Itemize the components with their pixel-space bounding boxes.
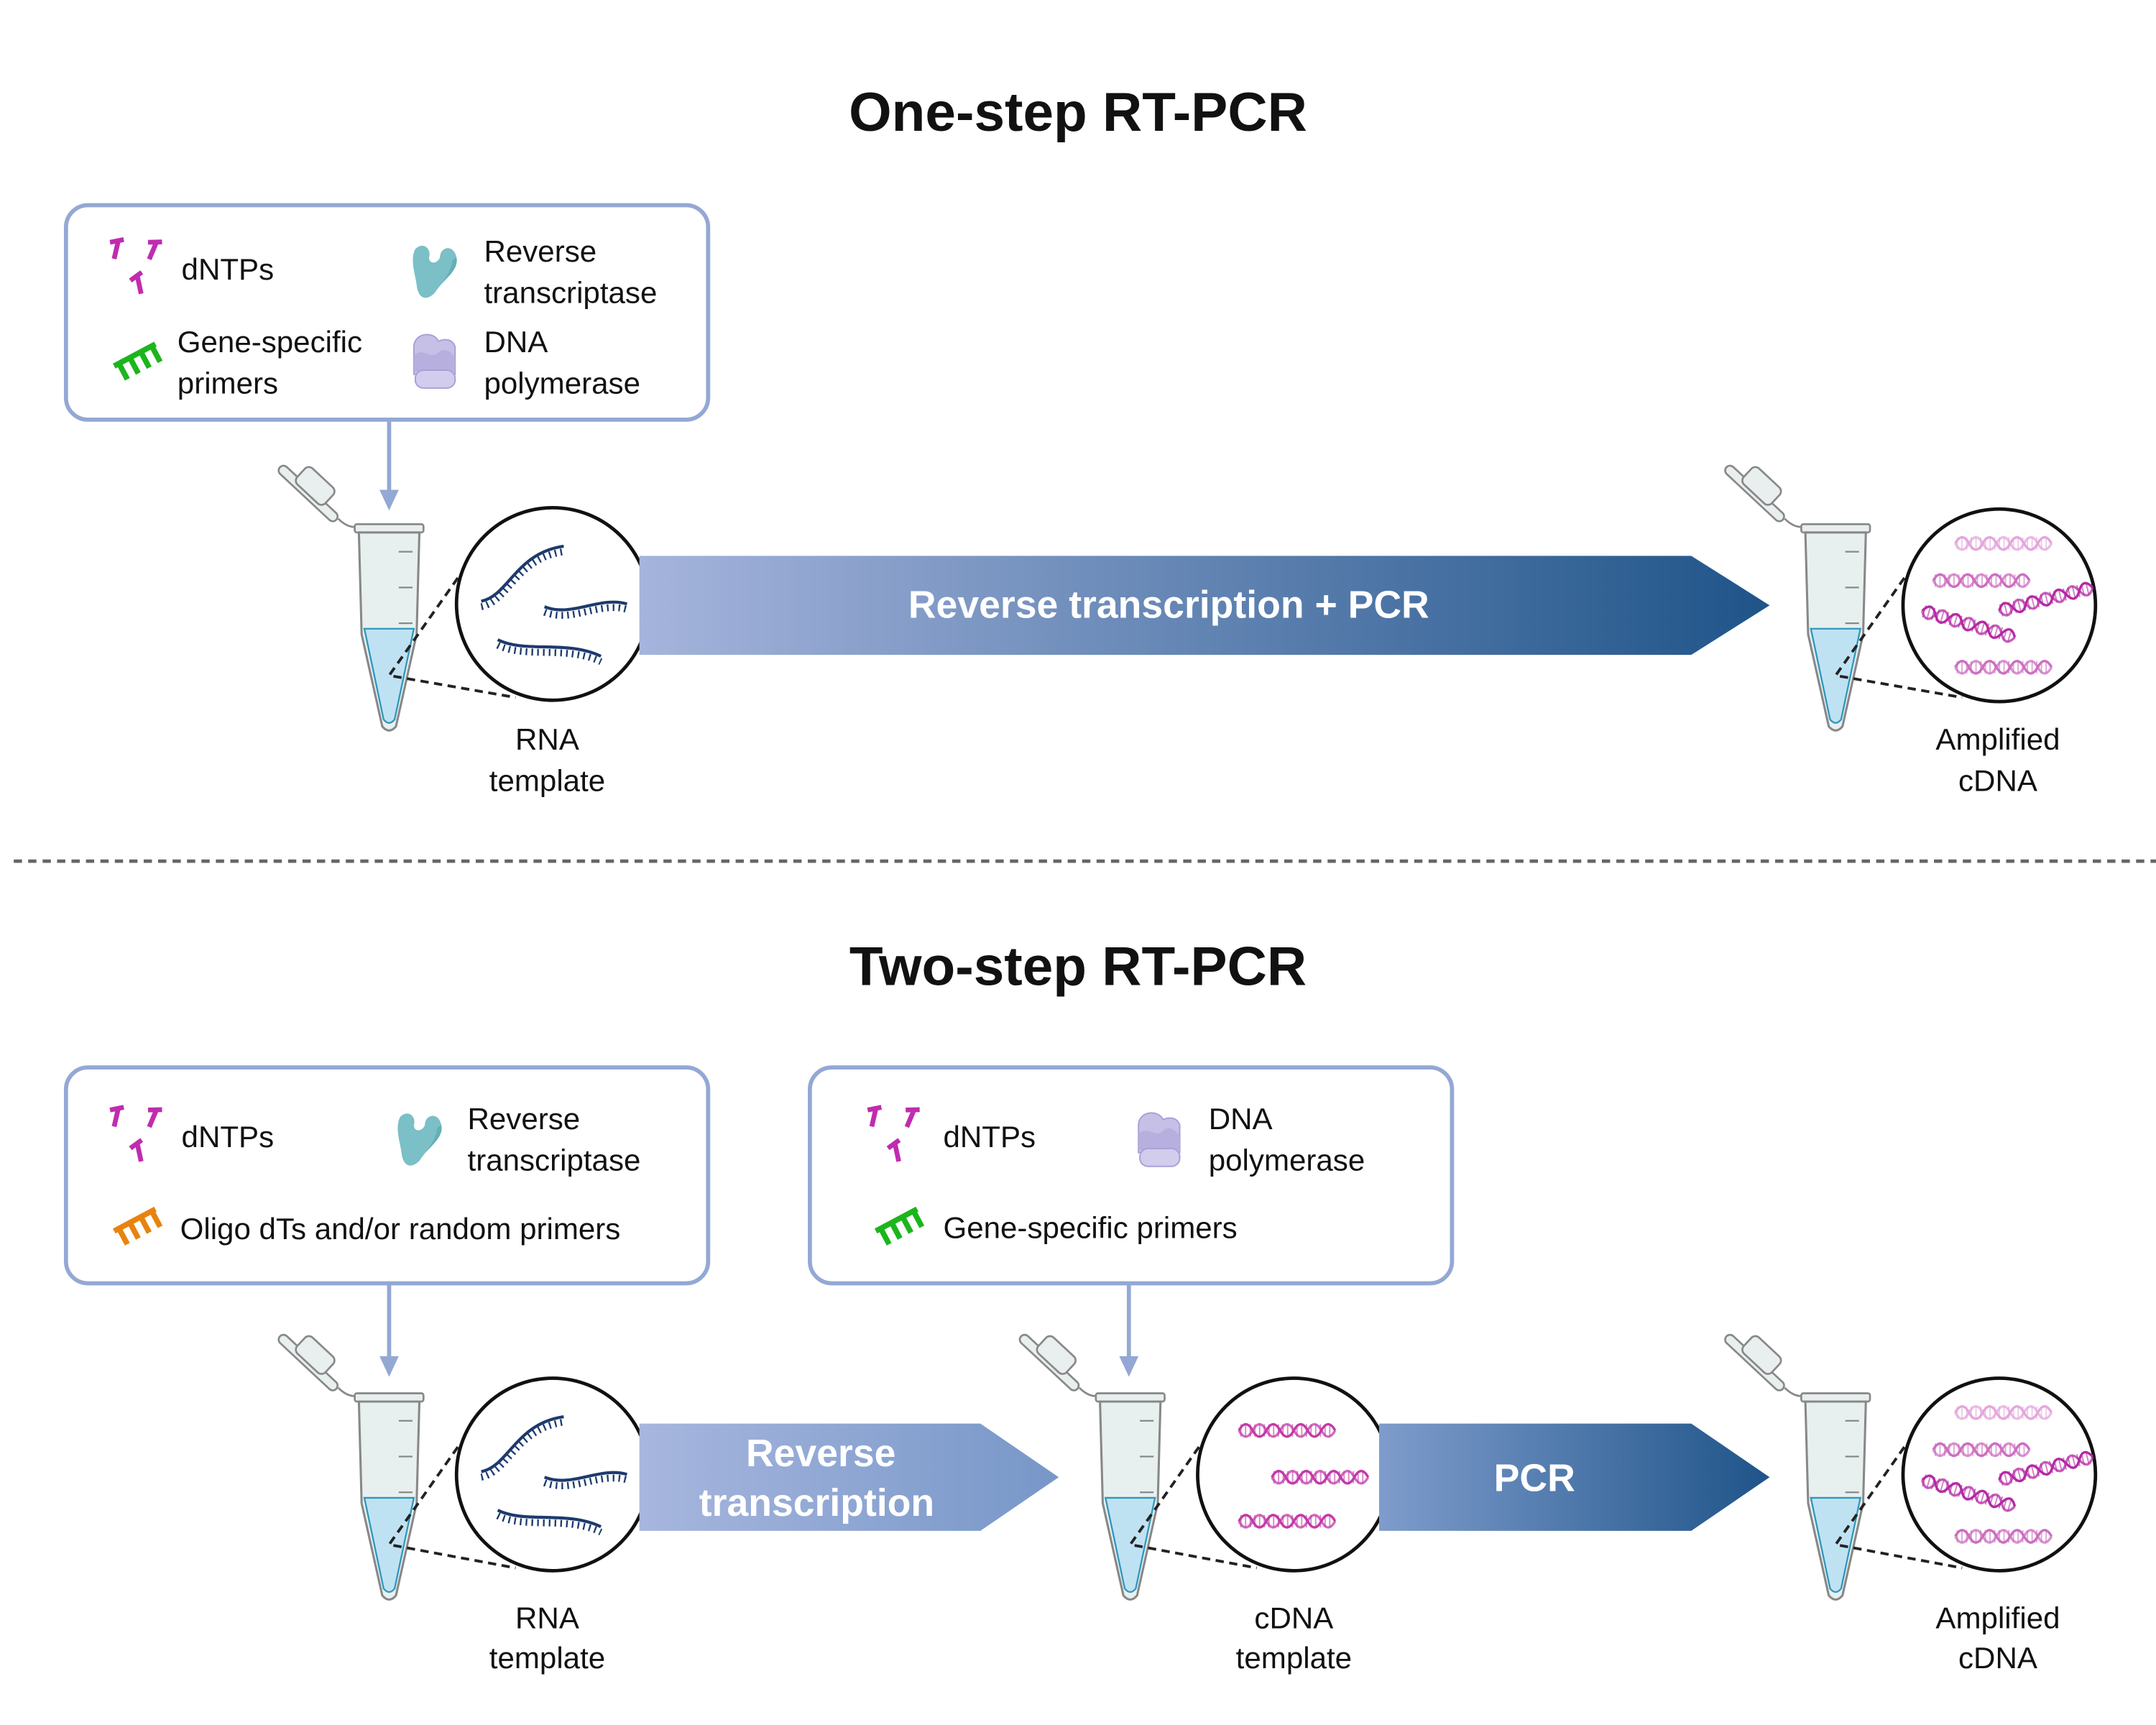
rna-zoom-circle — [456, 1378, 649, 1570]
reverse-transcription-label-2: transcription — [699, 1482, 934, 1524]
process-arrow-rt-pcr: Reverse transcription + PCR — [639, 556, 1770, 656]
one-step-reagent-box: dNTPs Reverse transcriptase Gene-specifi… — [63, 203, 711, 422]
rna-template-label-2: template — [489, 1641, 605, 1675]
dna-polymerase-label-2: polymerase — [484, 367, 640, 400]
oligo-primers-label: Oligo dTs and/or random primers — [180, 1212, 621, 1246]
reverse-transcriptase-label-2: transcriptase — [468, 1144, 641, 1177]
process-arrow-label: Reverse transcription + PCR — [908, 584, 1429, 626]
one-step-title: One-step RT-PCR — [849, 82, 1307, 143]
dntps-label: dNTPs — [182, 252, 275, 286]
reverse-transcriptase-label-2: transcriptase — [484, 275, 657, 309]
amplified-cdna-zoom-circle — [1903, 1378, 2096, 1570]
amplified-cdna-label-1: Amplified — [1935, 722, 2060, 756]
dna-polymerase-icon — [1138, 1112, 1181, 1167]
cdna-zoom-circle — [1197, 1378, 1390, 1570]
dna-polymerase-label-1: DNA — [484, 325, 548, 359]
two-step-title: Two-step RT-PCR — [849, 936, 1307, 997]
reverse-transcription-label-1: Reverse — [746, 1432, 895, 1475]
rt-reagent-box: dNTPs Reverse transcriptase Oligo dTs an… — [63, 1065, 711, 1286]
rna-template-label-2: template — [489, 764, 605, 798]
down-arrow-icon — [1119, 1283, 1139, 1377]
rna-template-label-1: RNA — [515, 1601, 579, 1635]
microtube-icon — [1722, 1320, 1871, 1601]
microtube-icon — [275, 450, 425, 732]
cdna-template-label-1: cDNA — [1254, 1601, 1333, 1635]
rna-template-label-1: RNA — [515, 722, 579, 756]
pcr-reagent-box: dNTPs DNA polymerase Gene-specific prime… — [808, 1065, 1455, 1286]
process-arrow-reverse-transcription: Reverse transcription — [639, 1423, 1059, 1531]
dna-polymerase-label-1: DNA — [1209, 1102, 1273, 1136]
dntps-label: dNTPs — [943, 1120, 1036, 1154]
down-arrow-icon — [379, 1283, 399, 1377]
microtube-icon — [1016, 1320, 1166, 1601]
gene-specific-primers-label-2: primers — [178, 367, 278, 400]
process-arrow-pcr: PCR — [1379, 1423, 1770, 1531]
amplified-cdna-label-1: Amplified — [1935, 1601, 2060, 1635]
dna-polymerase-label-2: polymerase — [1209, 1144, 1365, 1177]
amplified-cdna-label-2: cDNA — [1958, 764, 2037, 798]
pcr-label: PCR — [1494, 1457, 1575, 1499]
reverse-transcriptase-label-1: Reverse — [484, 234, 596, 268]
gene-specific-primers-label: Gene-specific primers — [943, 1210, 1237, 1244]
microtube-icon — [275, 1320, 425, 1601]
dntps-label: dNTPs — [182, 1120, 275, 1154]
amplified-cdna-zoom-circle — [1903, 509, 2096, 702]
dna-polymerase-icon — [413, 334, 456, 389]
reverse-transcriptase-label-1: Reverse — [468, 1102, 581, 1136]
amplified-cdna-label-2: cDNA — [1958, 1641, 2037, 1675]
gene-specific-primers-label-1: Gene-specific — [178, 325, 362, 359]
cdna-template-label-2: template — [1236, 1641, 1352, 1675]
down-arrow-icon — [379, 419, 399, 511]
rna-zoom-circle — [456, 507, 649, 700]
